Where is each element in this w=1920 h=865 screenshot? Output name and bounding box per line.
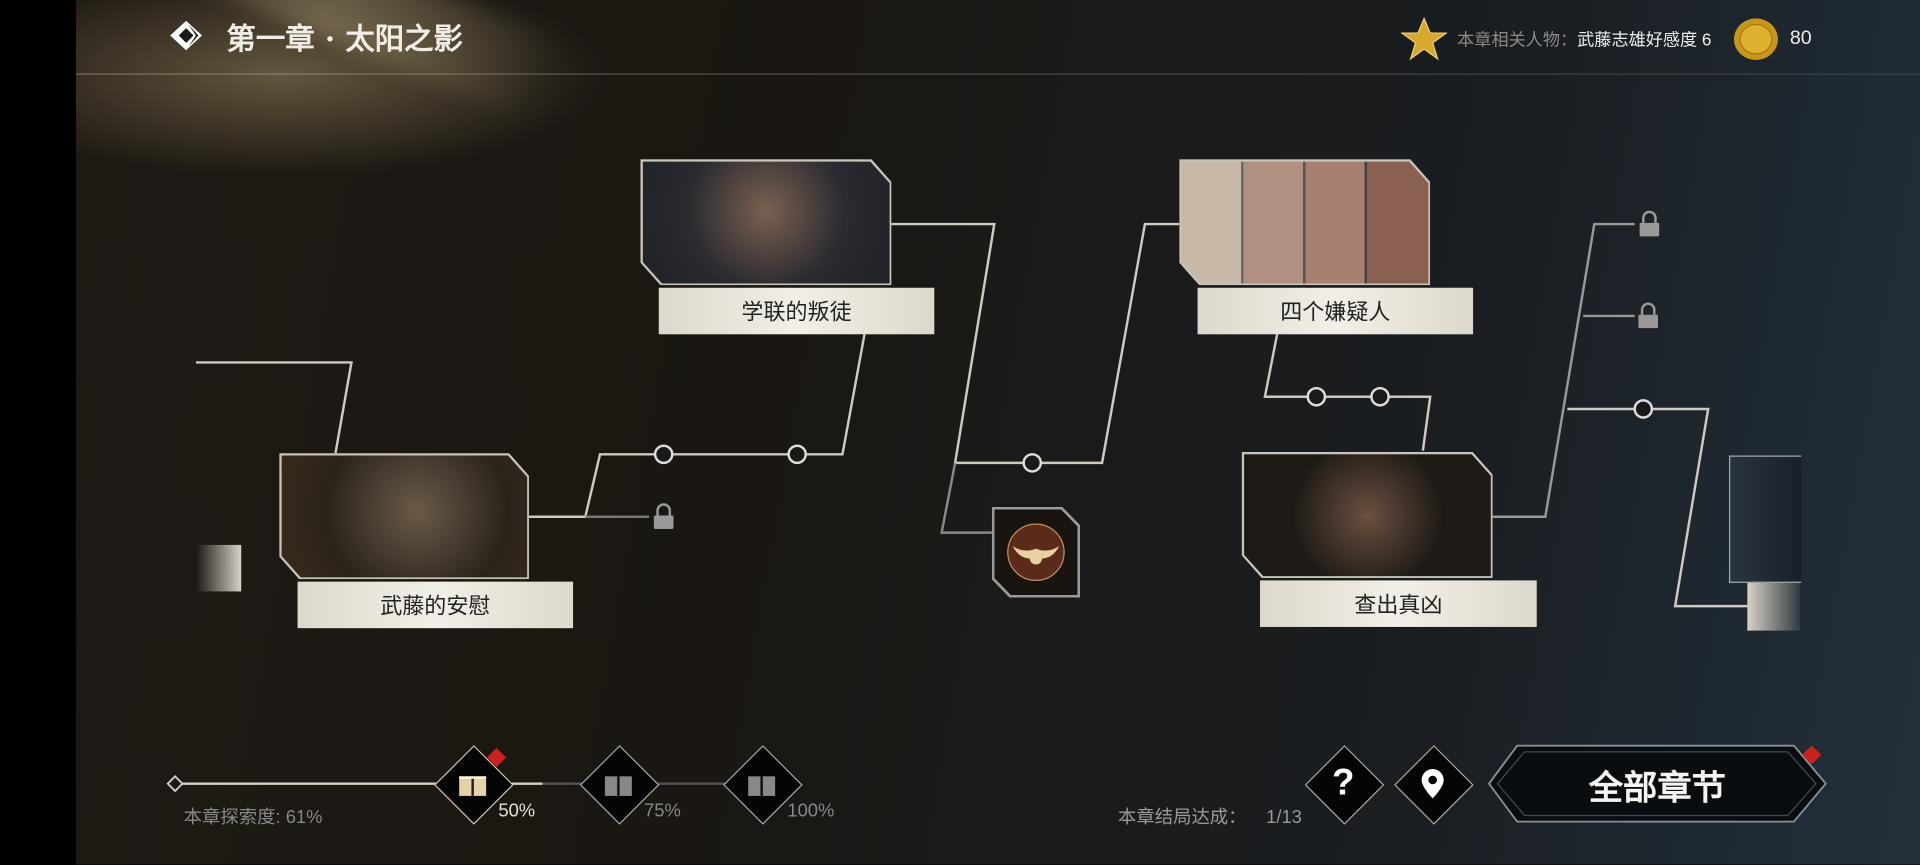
story-node-image[interactable]: [279, 453, 529, 580]
partial-left-node[interactable]: [195, 544, 242, 592]
header-divider: [75, 73, 1920, 75]
story-node-label[interactable]: 查出真凶: [1260, 580, 1537, 627]
path-node: [1370, 386, 1390, 407]
story-node-label[interactable]: 武藤的安慰: [297, 581, 574, 629]
gift-icon: [601, 767, 635, 801]
story-node-label[interactable]: 四个嫌疑人: [1197, 287, 1474, 335]
eagle-emblem-icon: [1007, 523, 1065, 582]
story-node-label[interactable]: 学联的叛徒: [658, 287, 935, 335]
story-node-image[interactable]: [1241, 451, 1493, 578]
coin-icon: [1733, 18, 1778, 61]
gift-icon: [456, 767, 490, 801]
path-node: [653, 444, 674, 465]
location-pin-icon: [1416, 767, 1450, 801]
lock-icon: [653, 503, 674, 529]
related-value: 武藤志雄好感度 6: [1577, 29, 1712, 49]
left-black-bar: [0, 0, 76, 865]
partial-right-label[interactable]: [1747, 582, 1801, 631]
story-node-image[interactable]: [1179, 159, 1431, 286]
lock-icon: [1639, 210, 1660, 237]
back-icon[interactable]: [169, 20, 203, 52]
progress-start-marker: [166, 775, 184, 793]
story-node-image[interactable]: [640, 159, 892, 286]
reward-threshold: 100%: [787, 800, 835, 822]
reward-threshold: 50%: [498, 800, 536, 822]
gift-icon: [744, 767, 778, 801]
star-icon: [1400, 17, 1448, 61]
exploration-label: 本章探索度: 61%: [183, 806, 323, 828]
endings-label: 本章结局达成：: [1117, 806, 1247, 828]
related-label: 本章相关人物：: [1457, 29, 1578, 49]
emblem-node[interactable]: [991, 506, 1081, 598]
path-node: [1022, 453, 1043, 473]
header-status: 本章相关人物： 武藤志雄好感度 6 80: [1400, 17, 1812, 61]
reward-threshold: 75%: [644, 800, 681, 822]
coin-count: 80: [1789, 28, 1812, 49]
path-node: [1306, 386, 1327, 407]
partial-right-node[interactable]: [1728, 455, 1802, 583]
lock-icon: [1638, 302, 1658, 329]
path-node: [787, 444, 807, 465]
all-chapters-label: 全部章节: [1588, 767, 1726, 809]
chapter-title: 第一章 · 太阳之影: [226, 20, 463, 57]
endings-value: 1/13: [1266, 806, 1302, 828]
question-icon: ?: [1332, 762, 1355, 804]
all-chapters-button[interactable]: 全部章节: [1487, 744, 1827, 823]
path-node: [1633, 399, 1654, 419]
